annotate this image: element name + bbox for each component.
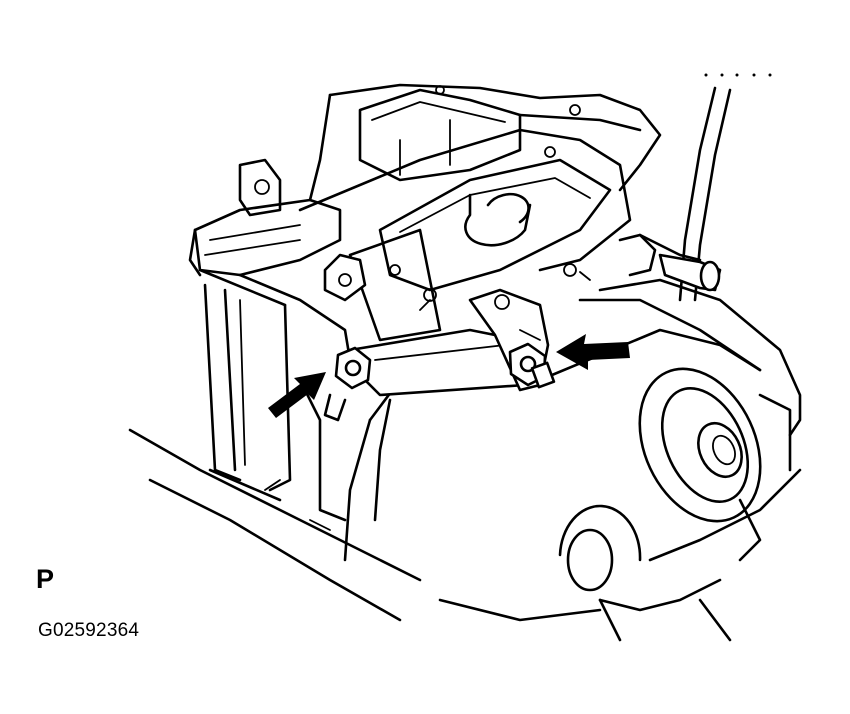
brake-pipe <box>618 86 732 302</box>
upper-housing <box>308 83 662 202</box>
top-edge-dots <box>704 73 772 77</box>
position-marker: P <box>36 564 55 594</box>
left-mounting-bracket <box>188 158 367 362</box>
callout-arrow-right <box>556 334 630 370</box>
bracket-nut-left <box>323 346 372 422</box>
figure-code: G02592364 <box>38 620 140 641</box>
callout-arrow-left <box>268 372 326 418</box>
support-column <box>203 283 292 502</box>
pump-motor <box>343 278 802 642</box>
valve-body <box>298 128 632 342</box>
bracket-nut-right <box>508 342 556 389</box>
base-frame <box>128 378 422 622</box>
